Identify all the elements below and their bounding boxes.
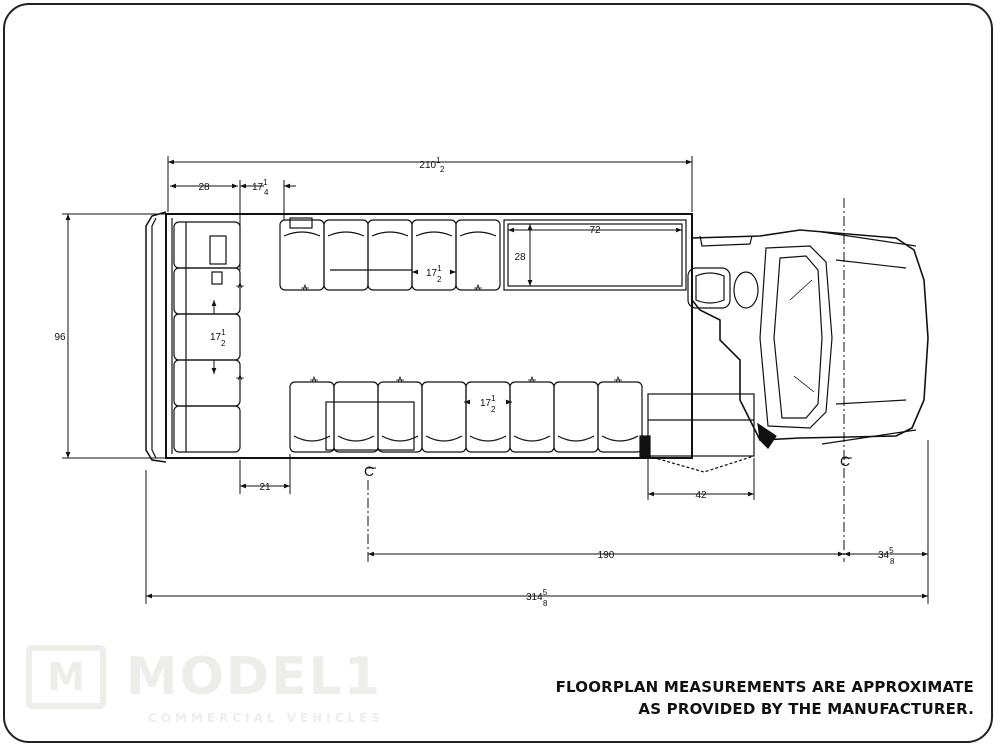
dim-rear-pitch-den: 2 [221,339,226,348]
logo-subtitle: COMMERCIAL VEHICLES [148,711,384,725]
wheelchair-bracket-icon [209,235,227,265]
logo-wordmark: MODEL1 [126,647,382,707]
dim-upper-pitch: 171 [426,264,442,279]
light-icon [396,375,404,383]
lower-seat-row [289,381,643,453]
dim-front-overhang-den: 8 [890,557,895,566]
company-logo: M MODEL1 COMMERCIAL VEHICLES [26,645,416,730]
dim-overall-length: 3145 [526,588,548,603]
dim-aisle-gap-den: 4 [264,188,269,197]
light-icon [301,283,309,291]
dim-rear-pitch: 171 [210,328,226,343]
lock-bracket-icon [211,271,223,285]
vehicle-cab [687,229,929,449]
rear-bumper [145,211,167,463]
dim-door-width: 42 [695,490,707,501]
light-icon [236,281,244,289]
logo-mark: M [26,645,106,709]
steering-wheel [733,271,759,309]
centerline-marker-front: C [840,453,850,469]
dim-overall-top: 2101 [419,156,441,171]
disclaimer-line-2: AS PROVIDED BY THE MANUFACTURER. [638,700,974,718]
light-icon [236,373,244,381]
disclaimer-note: FLOORPLAN MEASUREMENTS ARE APPROXIMATE A… [556,676,974,720]
disclaimer-line-1: FLOORPLAN MEASUREMENTS ARE APPROXIMATE [555,678,974,696]
dim-centerline-span: 190 [598,550,615,561]
dim-rear-seat-depth: 28 [198,182,210,193]
driver-seat [687,267,731,309]
door-post [639,435,651,459]
bus-body-outline [165,213,693,459]
dim-overall-length-den: 8 [543,599,548,608]
upper-seat-row [279,217,501,291]
dim-width: 96 [54,332,66,343]
light-icon [310,375,318,383]
light-icon [474,283,482,291]
cargo-area-inner [507,223,683,287]
dim-upper-pitch-den: 2 [437,275,442,284]
cargo-area [503,219,687,291]
dim-lower-pitch-den: 2 [491,405,496,414]
centerline-marker-rear: C [364,463,374,479]
dim-lower-pitch: 171 [480,394,496,409]
light-icon [528,375,536,383]
dim-overall-top-den: 2 [440,165,445,174]
dim-front-overhang: 345 [878,546,894,561]
dim-cargo-length: 72 [589,225,601,236]
light-icon [614,375,622,383]
dim-cargo-depth: 28 [514,252,526,263]
rear-bench-seats [173,221,241,453]
dim-lower-offset: 21 [259,482,271,493]
page-frame [3,3,993,743]
rear-bumper-inner [151,217,157,459]
entry-steps [647,393,755,457]
dim-aisle-gap: 171 [252,178,268,193]
